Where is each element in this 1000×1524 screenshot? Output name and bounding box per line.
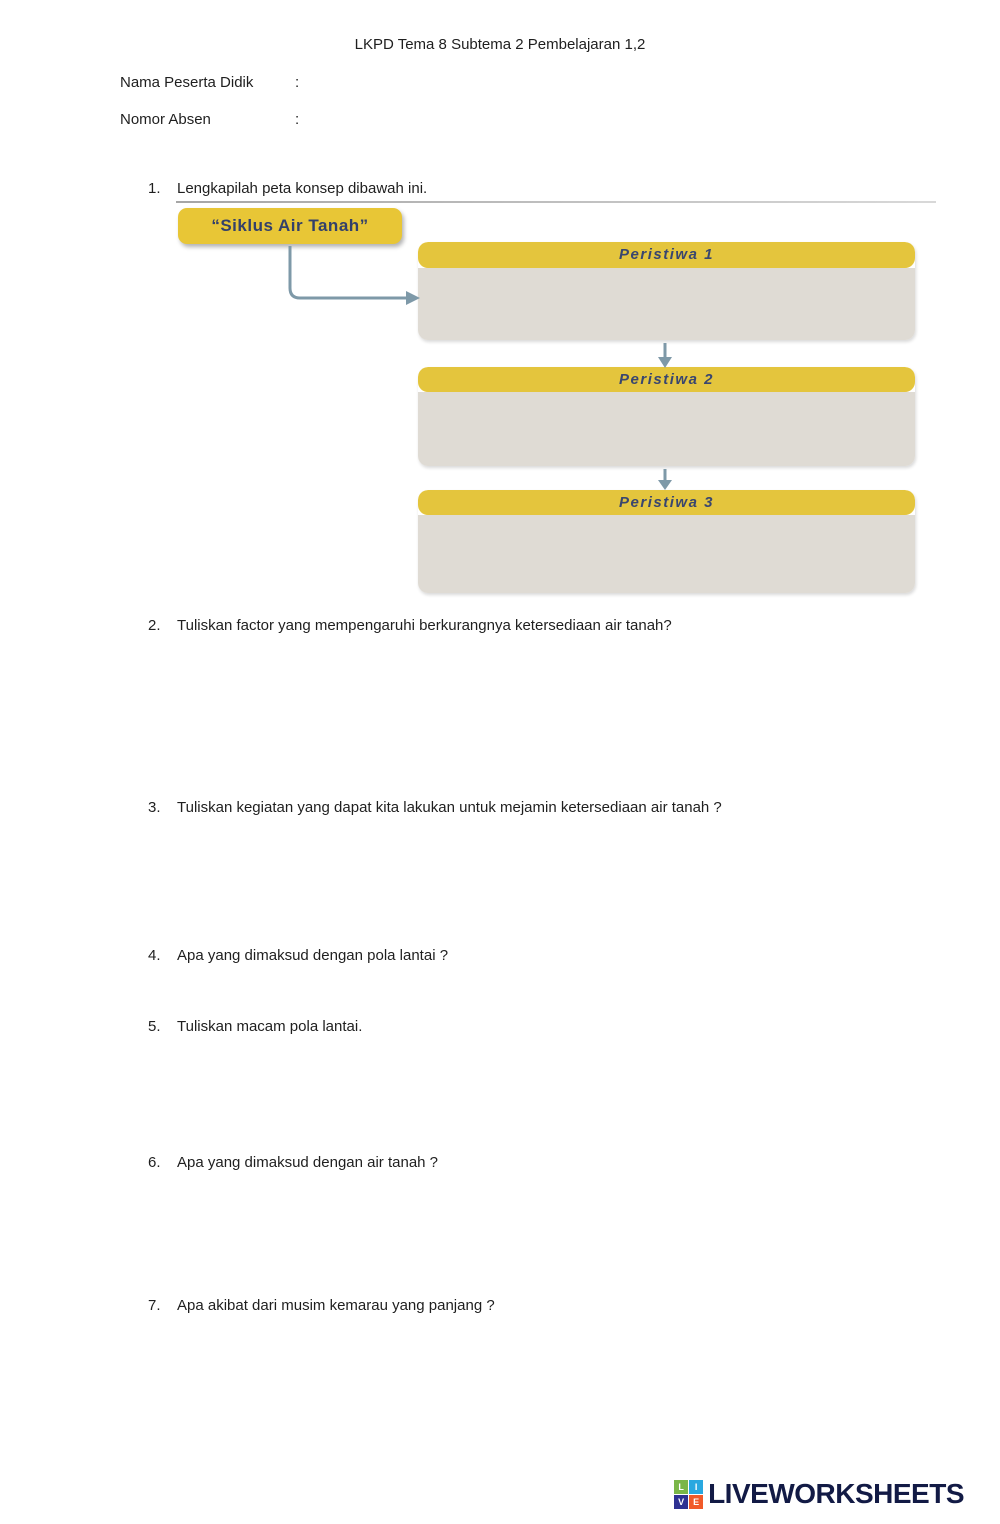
footer-brand: L I V E LIVEWORKSHEETS <box>674 1478 964 1510</box>
field-absen-colon: : <box>295 111 300 128</box>
question-2: 2. Tuliskan factor yang mempengaruhi berk… <box>148 617 672 634</box>
question-7-number: 7. <box>148 1297 161 1314</box>
concept-node-3-answer-area[interactable] <box>418 515 915 593</box>
question-1: 1. Lengkapilah peta konsep dibawah ini. <box>148 180 427 197</box>
question-4: 4. Apa yang dimaksud dengan pola lantai ? <box>148 947 448 964</box>
field-nama-colon: : <box>295 74 300 91</box>
liveworksheets-logo-icon: L I V E <box>674 1479 704 1509</box>
question-2-text: Tuliskan factor yang mempengaruhi berkur… <box>177 617 672 634</box>
field-nama-value[interactable] <box>309 74 629 92</box>
concept-node-1: Peristiwa 1 <box>418 242 915 340</box>
down-arrow-1 <box>658 343 672 368</box>
logo-square-i: I <box>689 1479 704 1494</box>
question-2-number: 2. <box>148 617 161 634</box>
concept-map: “Siklus Air Tanah” Peristiwa 1 Peristiwa… <box>176 196 936 598</box>
field-nama-peserta-didik: Nama Peserta Didik: <box>120 74 629 92</box>
question-5: 5. Tuliskan macam pola lantai. <box>148 1018 362 1035</box>
logo-square-l: L <box>674 1479 689 1494</box>
question-5-number: 5. <box>148 1018 161 1035</box>
connector-arrow <box>288 246 420 305</box>
field-nomor-absen: Nomor Absen: <box>120 111 629 129</box>
page-title: LKPD Tema 8 Subtema 2 Pembelajaran 1,2 <box>354 36 646 53</box>
question-1-number: 1. <box>148 180 161 197</box>
concept-node-2-answer-area[interactable] <box>418 392 915 466</box>
question-1-text: Lengkapilah peta konsep dibawah ini. <box>177 180 428 197</box>
diagram-top-border <box>176 201 936 203</box>
question-7: 7. Apa akibat dari musim kemarau yang pan… <box>148 1297 495 1314</box>
question-4-text: Apa yang dimaksud dengan pola lantai ? <box>177 947 449 964</box>
concept-node-1-answer-area[interactable] <box>418 268 915 340</box>
concept-root-label: “Siklus Air Tanah” <box>211 216 369 235</box>
field-nama-label: Nama Peserta Didik <box>120 74 254 91</box>
concept-root-node: “Siklus Air Tanah” <box>178 208 402 244</box>
concept-node-3-title: Peristiwa 3 <box>418 490 915 515</box>
logo-square-e: E <box>689 1494 704 1509</box>
question-6: 6. Apa yang dimaksud dengan air tanah ? <box>148 1154 438 1171</box>
question-4-number: 4. <box>148 947 161 964</box>
down-arrow-2 <box>658 469 672 490</box>
concept-node-2-title: Peristiwa 2 <box>418 367 915 392</box>
question-3: 3. Tuliskan kegiatan yang dapat kita laku… <box>148 799 722 816</box>
question-3-number: 3. <box>148 799 161 816</box>
field-absen-label: Nomor Absen <box>120 111 211 128</box>
question-6-number: 6. <box>148 1154 161 1171</box>
concept-node-1-title: Peristiwa 1 <box>418 242 915 268</box>
question-7-text: Apa akibat dari musim kemarau yang panja… <box>177 1297 495 1314</box>
concept-node-2: Peristiwa 2 <box>418 367 915 466</box>
liveworksheets-brand-text: LIVEWORKSHEETS <box>708 1478 964 1509</box>
logo-square-v: V <box>674 1494 689 1509</box>
question-3-text: Tuliskan kegiatan yang dapat kita lakuka… <box>177 799 722 816</box>
field-absen-value[interactable] <box>309 111 629 129</box>
question-5-text: Tuliskan macam pola lantai. <box>177 1018 363 1035</box>
question-6-text: Apa yang dimaksud dengan air tanah ? <box>177 1154 439 1171</box>
concept-node-3: Peristiwa 3 <box>418 490 915 593</box>
